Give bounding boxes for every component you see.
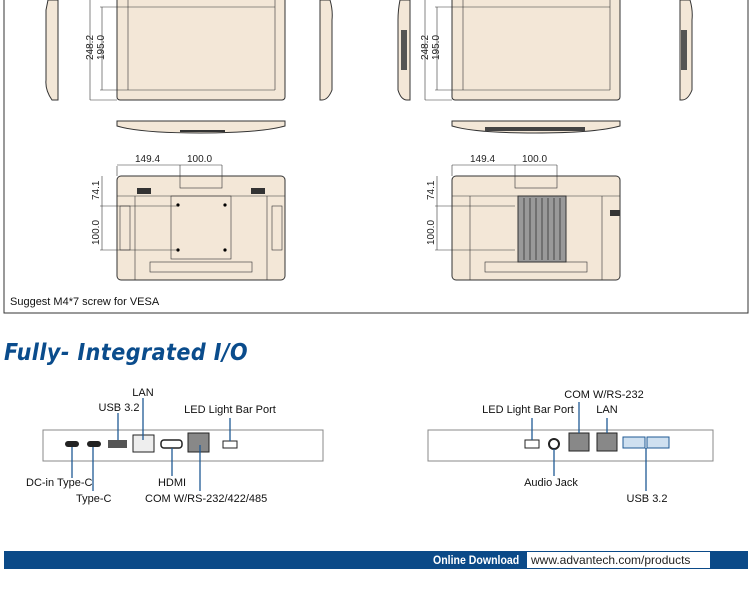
dim-vesa-height: 100.0 xyxy=(91,220,102,245)
dim-vesa-width: 100.0 xyxy=(187,154,212,165)
label-usb-r: USB 3.2 xyxy=(627,493,668,505)
com-port xyxy=(187,432,210,453)
label-led: LED Light Bar Port xyxy=(184,404,276,416)
label-dc-in: DC-in Type-C xyxy=(26,477,92,489)
bottom-view xyxy=(116,120,286,134)
dc-typec-port xyxy=(65,441,79,447)
led-port xyxy=(222,440,238,449)
section-title: Fully- Integrated I/O xyxy=(4,340,249,366)
label-lan: LAN xyxy=(132,387,153,399)
drawing-set-left xyxy=(45,0,333,281)
io-panel-right: COM W/RS-232 LED Light Bar Port LAN Audi… xyxy=(427,389,714,505)
dim-vesa-offset-x-r: 149.4 xyxy=(470,154,495,165)
label-hdmi: HDMI xyxy=(158,477,186,489)
online-download-label: Online Download xyxy=(433,553,520,567)
label-audio: Audio Jack xyxy=(524,477,578,489)
front-view xyxy=(116,0,286,101)
usb-port xyxy=(108,440,127,448)
download-url-link[interactable]: www.advantech.com/products xyxy=(527,552,710,568)
drawing-set-right xyxy=(397,0,693,281)
hdmi-port xyxy=(160,439,183,449)
side-profile-left xyxy=(45,0,59,101)
usb-port-r2 xyxy=(646,436,670,449)
dim-height-total-r: 248.2 xyxy=(420,35,431,60)
com-port-r xyxy=(568,432,590,452)
dim-vesa-height-r: 100.0 xyxy=(426,220,437,245)
dim-height-total: 248.2 xyxy=(85,35,96,60)
dim-vesa-offset-y-r: 74.1 xyxy=(426,180,437,200)
audio-jack xyxy=(548,438,560,450)
label-com: COM W/RS-232/422/485 xyxy=(145,493,267,505)
lan-port-r xyxy=(596,432,618,452)
label-usb: USB 3.2 xyxy=(99,402,140,414)
label-typec: Type-C xyxy=(76,493,112,505)
side-profile-right xyxy=(319,0,333,101)
label-com-r: COM W/RS-232 xyxy=(564,389,643,401)
vesa-note: Suggest M4*7 screw for VESA xyxy=(10,296,160,308)
typec-port xyxy=(87,441,101,447)
io-panel-left: LAN USB 3.2 LED Light Bar Port DC-in Typ… xyxy=(26,387,324,505)
drawing-frame xyxy=(3,0,749,314)
dim-vesa-width-r: 100.0 xyxy=(522,154,547,165)
dim-height-inner-r: 195.0 xyxy=(431,35,442,60)
led-port-r xyxy=(524,439,540,449)
label-lan-r: LAN xyxy=(596,404,617,416)
dim-vesa-offset-x: 149.4 xyxy=(135,154,160,165)
label-led-r: LED Light Bar Port xyxy=(482,404,574,416)
dim-height-inner: 195.0 xyxy=(96,35,107,60)
usb-port-r1 xyxy=(622,436,646,449)
dim-vesa-offset-y: 74.1 xyxy=(91,180,102,200)
